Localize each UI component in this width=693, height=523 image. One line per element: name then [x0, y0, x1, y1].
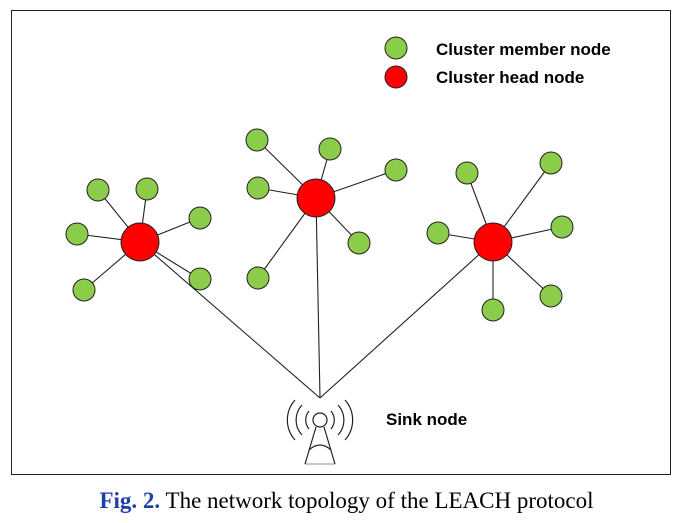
- cluster-member-node: [188, 267, 212, 291]
- cluster-member-node: [72, 278, 96, 302]
- caption-label: Fig. 2.: [99, 488, 161, 513]
- cluster-member-node: [384, 158, 408, 182]
- cluster-left: [65, 177, 212, 302]
- cluster-member-node: [135, 177, 159, 201]
- cluster-member-node: [550, 215, 574, 239]
- uplink-lines: [139, 197, 494, 399]
- uplink-line-middle: [315, 197, 321, 399]
- cluster-member-node: [246, 266, 270, 290]
- cluster-member-node: [455, 161, 479, 185]
- legend-member-swatch: [384, 36, 408, 60]
- cluster-member-node: [245, 128, 269, 152]
- cluster-member-node: [65, 222, 89, 246]
- cluster-member-node: [539, 284, 563, 308]
- cluster-head-node: [473, 222, 513, 262]
- cluster-head-node: [296, 178, 336, 218]
- sink-antenna-icon: [286, 399, 354, 465]
- cluster-middle: [245, 128, 408, 290]
- figure-caption: Fig. 2. The network topology of the LEAC…: [0, 486, 693, 516]
- cluster-member-node: [481, 298, 505, 322]
- legend-member-label: Cluster member node: [436, 40, 611, 59]
- cluster-member-node: [426, 221, 450, 245]
- cluster-head-node: [120, 222, 160, 262]
- caption-text: The network topology of the LEACH protoc…: [165, 488, 594, 513]
- cluster-member-node: [246, 176, 270, 200]
- cluster-right: [426, 151, 574, 322]
- legend-head-swatch: [384, 65, 408, 89]
- cluster-member-node: [188, 206, 212, 230]
- cluster-member-node: [318, 137, 342, 161]
- uplink-line-right: [319, 241, 494, 399]
- cluster-member-node: [347, 231, 371, 255]
- cluster-member-node: [86, 178, 110, 202]
- uplink-line-left: [139, 241, 321, 399]
- legend-head-label: Cluster head node: [436, 68, 584, 87]
- sink-node-label: Sink node: [386, 410, 467, 429]
- legend: Cluster member node Cluster head node: [384, 36, 611, 89]
- cluster-member-node: [539, 151, 563, 175]
